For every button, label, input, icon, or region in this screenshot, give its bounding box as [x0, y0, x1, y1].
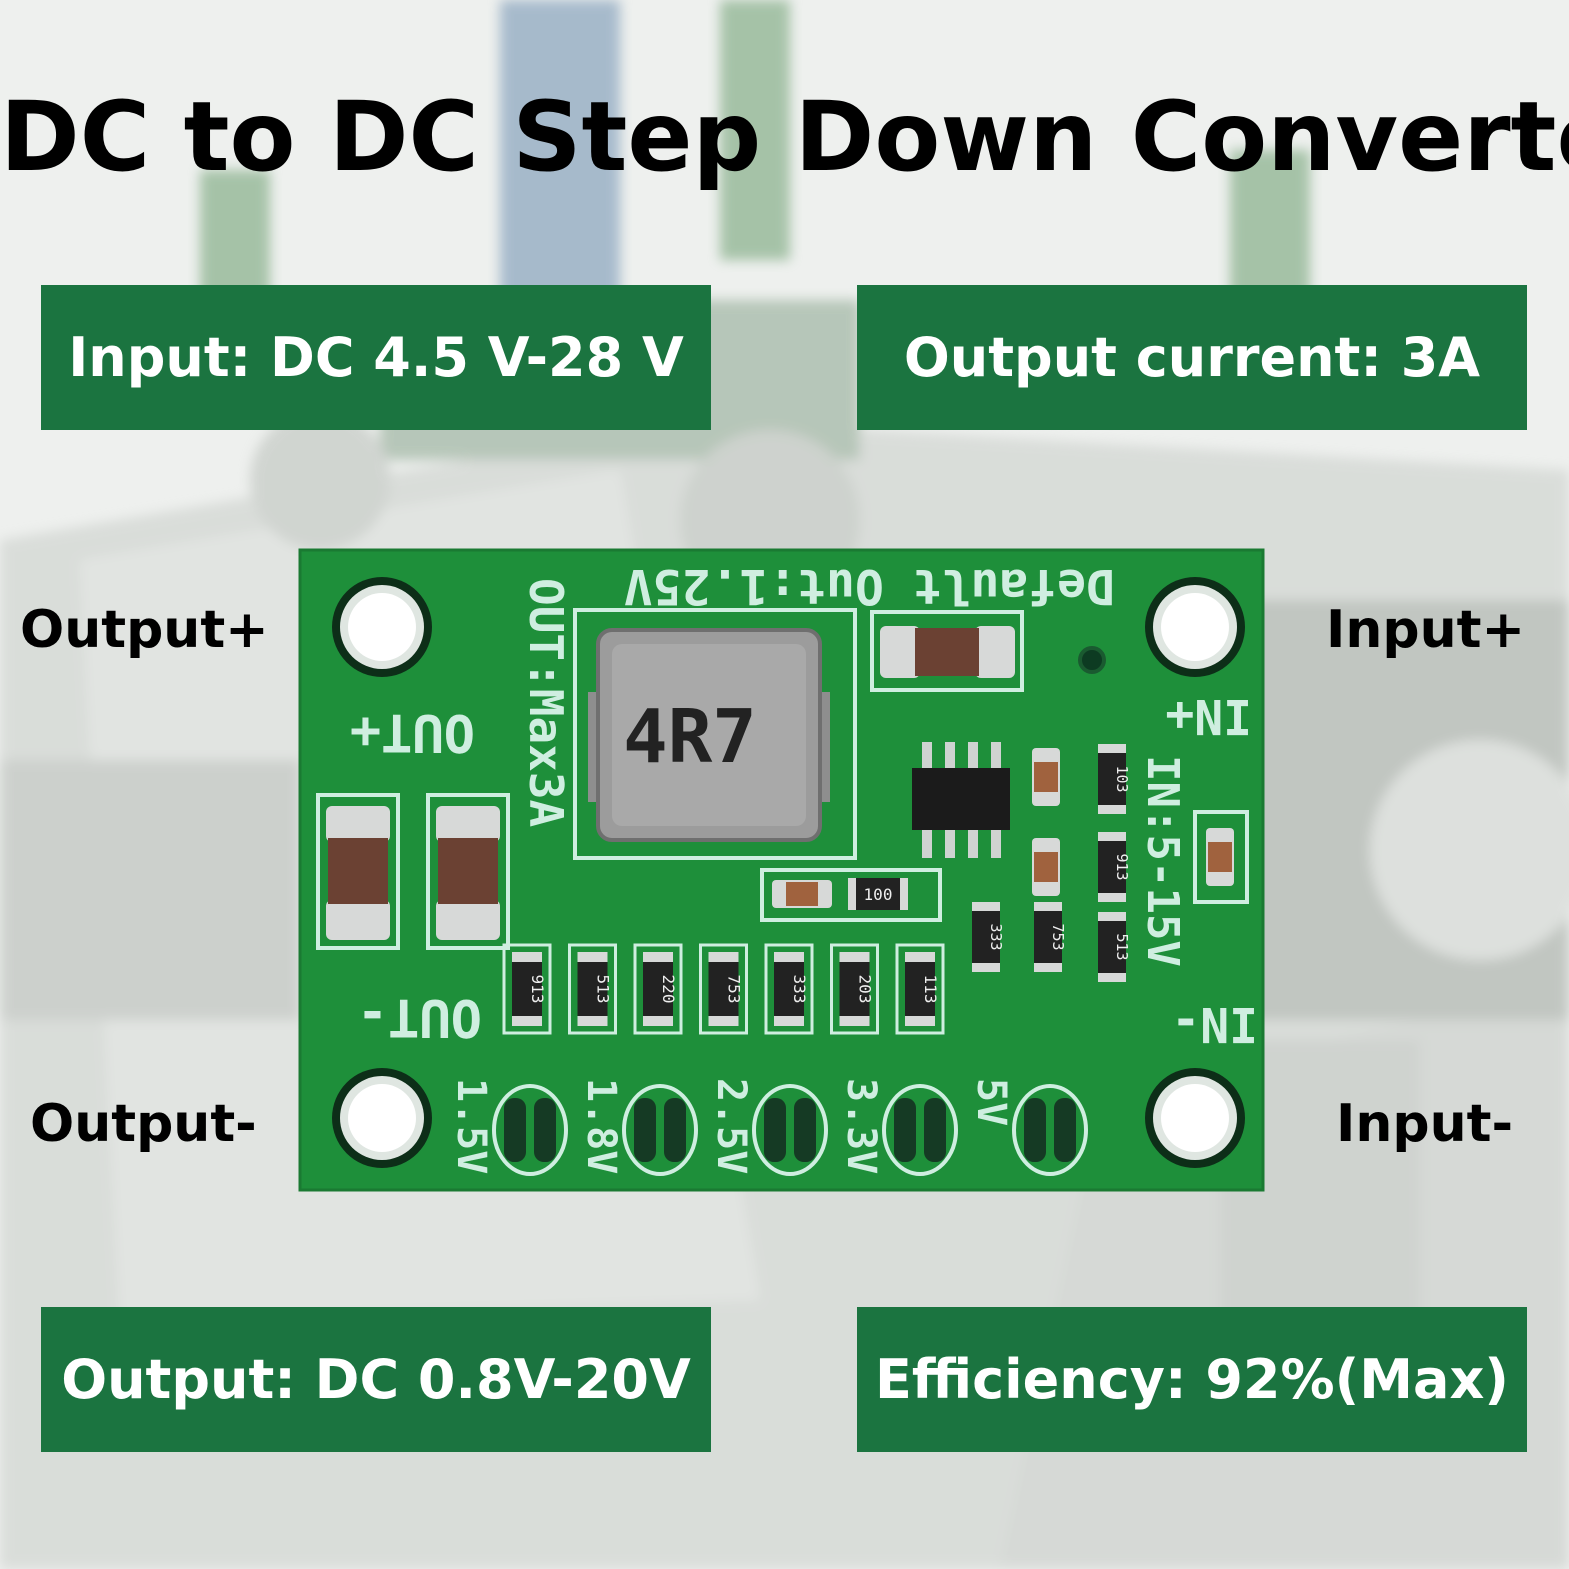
resistor-code: 103	[1113, 765, 1131, 792]
silk-in-plus: IN+	[1165, 688, 1252, 744]
label-input-plus: Input+	[1326, 600, 1526, 660]
jumper-label: 2.5V	[708, 1078, 754, 1174]
resistor-code: 913	[1113, 853, 1131, 880]
silk-out-plus: OUT+	[350, 702, 475, 762]
resistor-code: 333	[790, 975, 809, 1004]
resistor-code: 913	[528, 975, 547, 1004]
regulator-ic	[912, 742, 1010, 858]
via	[1078, 646, 1106, 674]
resistor-203: 203	[830, 943, 879, 1035]
spec-input-voltage-text: Input: DC 4.5 V-28 V	[68, 326, 684, 389]
jumper-pad-3-3V: 3.3V	[838, 1078, 958, 1176]
jumper-label: 1.8V	[578, 1078, 624, 1174]
spec-output-voltage-text: Output: DC 0.8V-20V	[61, 1348, 691, 1411]
page-title: DC to DC Step Down Converter	[0, 81, 1569, 193]
mounting-hole-input-plus	[1145, 577, 1245, 677]
resistor-code: 220	[659, 975, 678, 1004]
resistor-913: 913	[502, 943, 552, 1035]
jumper-pad-2-5V: 2.5V	[708, 1078, 828, 1176]
resistor-220: 220	[633, 943, 683, 1035]
silk-out-minus: OUT-	[357, 987, 482, 1047]
resistor-code: 203	[856, 975, 875, 1004]
mounting-hole-output-minus	[332, 1068, 432, 1168]
jumper-pad-1-8V: 1.8V	[578, 1078, 698, 1176]
jumper-label: 1.5V	[448, 1078, 494, 1174]
spec-output-voltage: Output: DC 0.8V-20V	[41, 1307, 711, 1452]
resistor-113: 113	[895, 943, 945, 1035]
label-output-minus: Output-	[30, 1094, 257, 1154]
resistor-753: 753	[1034, 902, 1067, 972]
output-capacitor-1	[326, 806, 390, 940]
mounting-hole-input-minus	[1145, 1068, 1245, 1168]
jumper-label: 5V	[968, 1078, 1014, 1126]
silk-default-out: Default Out:1.25V	[624, 558, 1115, 614]
output-capacitor-2	[436, 806, 500, 940]
spec-output-current: Output current: 3A	[857, 285, 1527, 430]
resistor-code: 513	[594, 975, 613, 1004]
resistor-513: 513	[568, 943, 617, 1035]
spec-input-voltage: Input: DC 4.5 V-28 V	[41, 285, 711, 430]
mounting-hole-output-plus	[332, 577, 432, 677]
spec-output-current-text: Output current: 3A	[903, 326, 1481, 389]
resistor-100: 100	[848, 878, 908, 910]
jumper-label: 3.3V	[838, 1078, 884, 1174]
resistor-code: 113	[921, 975, 940, 1004]
jumper-pad-5V: 5V	[968, 1078, 1088, 1176]
resistor-913: 913	[1098, 832, 1131, 902]
resistor-100-code: 100	[864, 885, 893, 904]
resistor-333: 333	[764, 943, 814, 1035]
small-capacitor-3	[1206, 828, 1234, 886]
inductor: 4R7	[588, 628, 830, 842]
silk-in-minus: IN-	[1171, 996, 1258, 1052]
resistor-103: 103	[1098, 744, 1131, 814]
inductor-marking: 4R7	[623, 694, 757, 780]
spec-efficiency: Efficiency: 92%(Max)	[857, 1307, 1527, 1452]
resistor-333: 333	[972, 902, 1005, 972]
silk-in-range: IN:5-15V	[1137, 755, 1188, 967]
resistor-753: 753	[699, 943, 748, 1035]
resistor-code: 513	[1113, 933, 1131, 960]
resistor-code: 753	[725, 975, 744, 1004]
resistor-513: 513	[1098, 912, 1131, 982]
label-input-minus: Input-	[1336, 1094, 1514, 1154]
jumper-pad-1-5V: 1.5V	[448, 1078, 568, 1176]
top-capacitor	[880, 626, 1015, 678]
small-capacitor-2	[1032, 838, 1060, 896]
spec-efficiency-text: Efficiency: 92%(Max)	[875, 1348, 1509, 1411]
small-capacitor-1	[1032, 748, 1060, 806]
resistor-code: 333	[987, 923, 1005, 950]
small-capacitor-4	[772, 880, 832, 908]
silk-max: OUT:Max3A	[519, 578, 573, 827]
resistor-code: 753	[1049, 923, 1067, 950]
label-output-plus: Output+	[20, 600, 269, 660]
